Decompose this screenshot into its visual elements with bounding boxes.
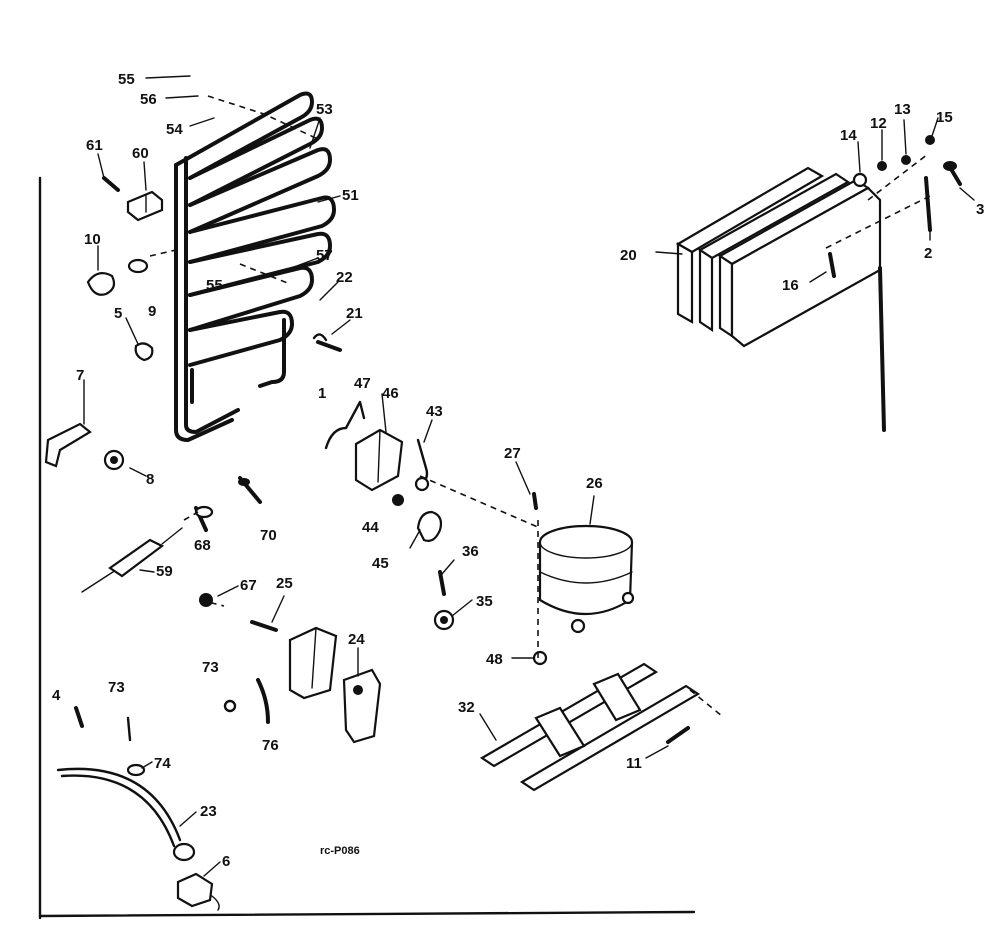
part-13-washer (901, 155, 911, 165)
part-43-terminal (414, 438, 430, 492)
label-68: 68 (194, 537, 211, 554)
part-3-bolt (943, 161, 962, 186)
label-26: 26 (586, 475, 603, 492)
part-8-grommet (103, 449, 125, 471)
label-56: 56 (140, 91, 157, 108)
part-20-condenser (675, 166, 886, 432)
part-46-overload (354, 428, 404, 492)
part-35-grommet (433, 609, 455, 631)
label-16: 16 (782, 277, 799, 294)
label-21: 21 (346, 305, 363, 322)
label-35: 35 (476, 593, 493, 610)
label-48: 48 (486, 651, 503, 668)
label-51: 51 (342, 187, 359, 204)
label-74: 74 (154, 755, 171, 772)
part-36-screw (438, 570, 446, 596)
part-74-clip (126, 763, 146, 777)
part-5-plug (134, 342, 154, 362)
label-45: 45 (372, 555, 389, 572)
label-15: 15 (936, 109, 953, 126)
part-47-wire (324, 400, 366, 450)
part-12-washer (877, 161, 887, 171)
assembly-lines (149, 95, 931, 717)
part-59-thermostat-bulb (81, 527, 183, 593)
label-9: 9 (148, 303, 156, 320)
label-7: 7 (76, 367, 84, 384)
label-6: 6 (222, 853, 230, 870)
label-61: 61 (86, 137, 103, 154)
label-24: 24 (348, 631, 365, 648)
label-22: 22 (336, 269, 353, 286)
part-9-nut (127, 258, 149, 274)
label-12: 12 (870, 115, 887, 132)
label-60: 60 (132, 145, 149, 162)
label-8: 8 (146, 471, 154, 488)
label-53: 53 (316, 101, 333, 118)
label-47: 47 (354, 375, 371, 392)
part-10-clip (86, 271, 116, 296)
label-73-left: 73 (108, 679, 125, 696)
part-73-screw (223, 699, 237, 713)
part-60-bracket (126, 190, 164, 222)
part-24-relay (342, 668, 382, 744)
label-54: 54 (166, 121, 183, 138)
label-2: 2 (924, 245, 932, 262)
part-68-bolt (194, 505, 214, 532)
part-4-screw (74, 706, 84, 728)
label-13: 13 (894, 101, 911, 118)
part-32-base-rails (479, 662, 701, 792)
label-5: 5 (114, 305, 122, 322)
leader-lines (83, 75, 975, 877)
evaporator-coil (174, 91, 336, 442)
label-14: 14 (840, 127, 857, 144)
part-25-screw (250, 620, 278, 632)
label-44: 44 (362, 519, 379, 536)
label-55-top: 55 (118, 71, 135, 88)
part-relay-bracket (288, 626, 338, 700)
label-10: 10 (84, 231, 101, 248)
part-45-clip (409, 510, 443, 549)
part-6-box (176, 872, 220, 911)
label-1: 1 (318, 385, 326, 402)
label-59: 59 (156, 563, 173, 580)
part-73b-screw (126, 716, 132, 742)
part-1-tube (312, 333, 342, 352)
part-61-screw (102, 176, 120, 192)
footer-code: rc-P086 (320, 845, 360, 857)
part-11-screw (666, 726, 690, 744)
part-2-bolt (924, 176, 932, 232)
part-27-screw (532, 492, 538, 510)
label-27: 27 (504, 445, 521, 462)
label-32: 32 (458, 699, 475, 716)
label-70: 70 (260, 527, 277, 544)
part-67-nut (199, 593, 213, 607)
label-43: 43 (426, 403, 443, 420)
label-23: 23 (200, 803, 217, 820)
part-14-nut (852, 172, 868, 188)
part-16-screw (828, 252, 836, 278)
part-44-nut (392, 494, 404, 506)
label-57: 57 (316, 247, 333, 264)
part-7-plate (44, 422, 92, 468)
label-67: 67 (240, 577, 257, 594)
part-70-bolt (238, 476, 262, 504)
label-73-right: 73 (202, 659, 219, 676)
label-4: 4 (52, 687, 61, 704)
label-76: 76 (262, 737, 279, 754)
frame-lines (38, 176, 696, 920)
part-76-tube (256, 678, 270, 724)
part-48-grommet (532, 650, 548, 666)
label-36: 36 (462, 543, 479, 560)
label-46: 46 (382, 385, 399, 402)
label-25: 25 (276, 575, 293, 592)
label-3: 3 (976, 201, 984, 218)
label-11: 11 (626, 755, 642, 772)
part-26-compressor (538, 524, 635, 634)
part-labels: 55 56 54 53 61 60 51 10 9 57 55 22 5 21 … (52, 71, 984, 870)
part-15-nut (925, 135, 935, 145)
part-23-power-cord (56, 767, 196, 862)
label-20: 20 (620, 247, 637, 264)
label-55-mid: 55 (206, 277, 223, 294)
